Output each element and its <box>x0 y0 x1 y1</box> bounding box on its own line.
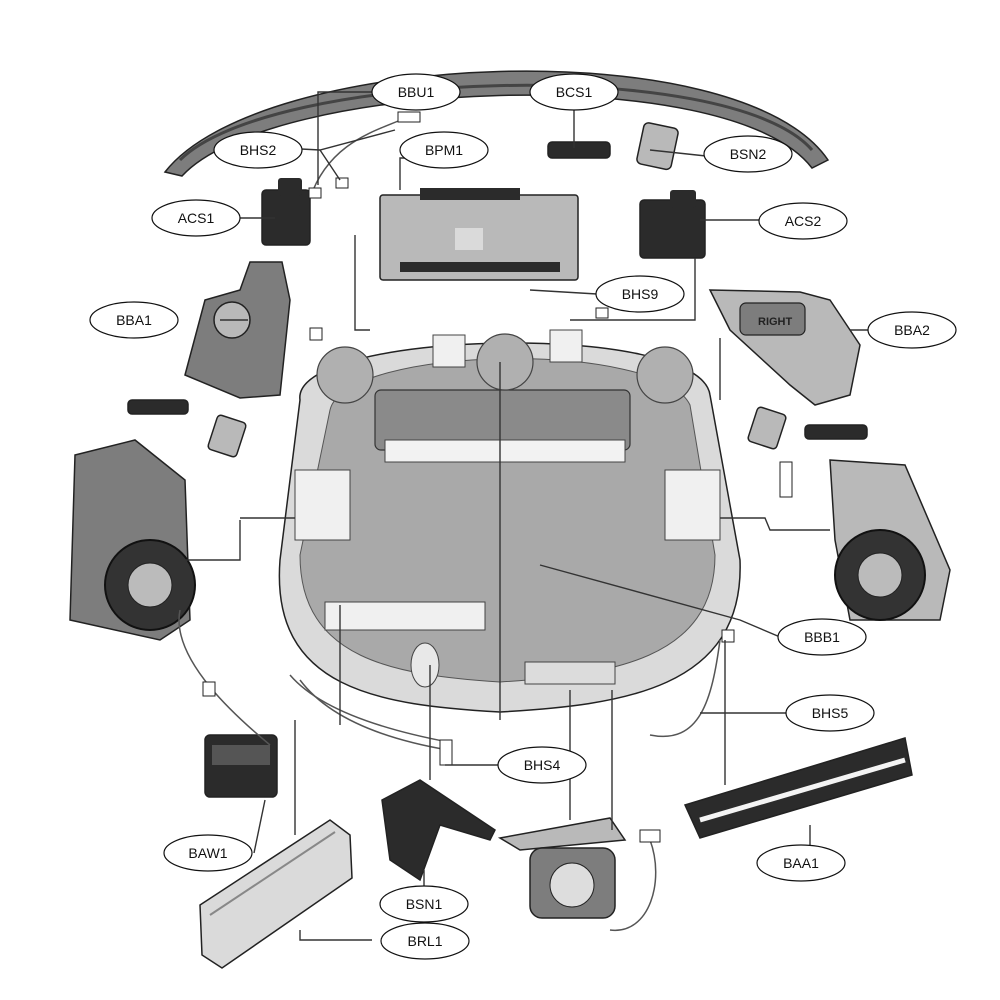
callout-bsn1: BSN1 <box>379 885 469 923</box>
wiring-parts <box>178 111 793 931</box>
callout-bcs1: BCS1 <box>529 73 619 111</box>
main-board-part <box>379 188 579 281</box>
callout-bba2-text: BBA2 <box>894 322 930 338</box>
callout-bpm1: BPM1 <box>399 131 489 169</box>
callout-brl1-text: BRL1 <box>407 933 442 949</box>
callout-bbb1-text: BBB1 <box>804 629 840 645</box>
callout-bsn1-text: BSN1 <box>406 896 443 912</box>
battery-part <box>199 819 353 969</box>
callout-bcs1-text: BCS1 <box>556 84 593 100</box>
callout-bba2: BBA2 <box>867 311 957 349</box>
callout-bhs4-text: BHS4 <box>524 757 561 773</box>
brush-motor-right-part: RIGHT <box>708 289 861 406</box>
side-sensor-parts <box>127 399 868 458</box>
callout-bhs9: BHS9 <box>595 275 685 313</box>
callout-acs1-text: ACS1 <box>178 210 215 226</box>
callout-bhs9-text: BHS9 <box>622 286 659 302</box>
callout-bhs5-text: BHS5 <box>812 705 849 721</box>
callout-baa1-text: BAA1 <box>783 855 819 871</box>
bumper-sensor-part <box>547 141 611 159</box>
switch-part <box>204 734 278 798</box>
robot-base-part <box>278 329 741 713</box>
callout-brl1: BRL1 <box>380 922 470 960</box>
callout-bbu1-text: BBU1 <box>398 84 435 100</box>
cliff-sensor-left-part <box>261 178 311 246</box>
right-wheel-module-part <box>829 459 951 621</box>
callout-bba1-text: BBA1 <box>116 312 152 328</box>
callout-baw1-text: BAW1 <box>188 845 227 861</box>
brush-motor-left-part <box>184 261 291 399</box>
callout-bhs2: BHS2 <box>213 131 303 169</box>
callout-bsn2-text: BSN2 <box>730 146 767 162</box>
main-brush-bar-part <box>683 737 913 839</box>
small-sensor-part <box>636 122 679 171</box>
callout-baa1: BAA1 <box>756 844 846 882</box>
bumper-part <box>163 70 830 177</box>
callout-bsn2: BSN2 <box>703 135 793 173</box>
callout-bbb1: BBB1 <box>777 618 867 656</box>
callout-bhs4: BHS4 <box>497 746 587 784</box>
suction-fan-part <box>497 817 627 919</box>
callout-acs1: ACS1 <box>151 199 241 237</box>
callout-acs2: ACS2 <box>758 202 848 240</box>
callout-baw1: BAW1 <box>163 834 253 872</box>
callout-bpm1-text: BPM1 <box>425 142 463 158</box>
callout-bhs5: BHS5 <box>785 694 875 732</box>
callout-bba1: BBA1 <box>89 301 179 339</box>
motor-marking-text: RIGHT <box>758 316 793 328</box>
cliff-sensor-right-part <box>639 190 706 259</box>
callout-bbu1: BBU1 <box>371 73 461 111</box>
bottom-sensor-part <box>381 779 496 882</box>
left-wheel-module-part <box>69 439 196 641</box>
callout-acs2-text: ACS2 <box>785 213 822 229</box>
callout-bhs2-text: BHS2 <box>240 142 277 158</box>
